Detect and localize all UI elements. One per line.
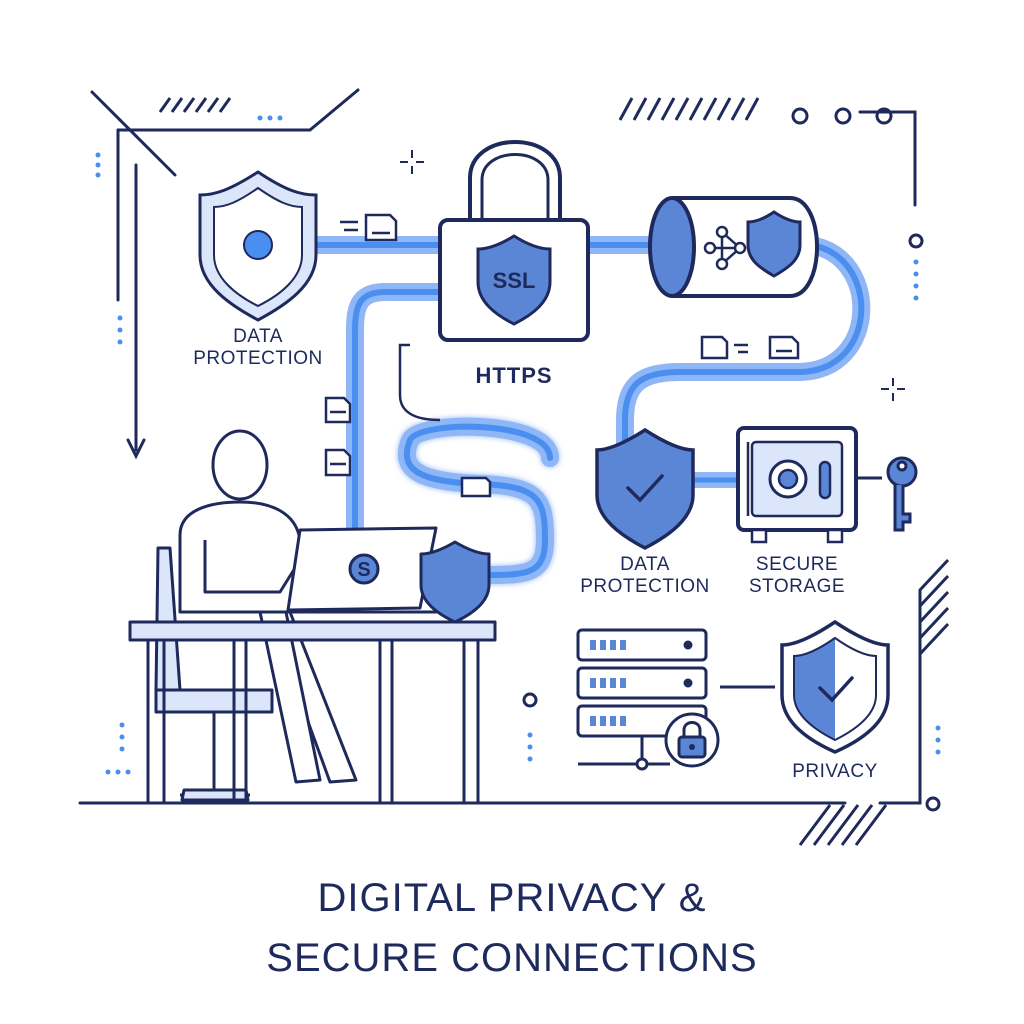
node-circles (522, 107, 941, 812)
shield-icon-data-protection-left (198, 170, 318, 322)
ssl-label: SSL (493, 268, 536, 293)
label-data-protection-right-2: PROTECTION (580, 576, 710, 597)
label-https: HTTPS (475, 363, 552, 388)
label-data-protection-left-2: PROTECTION (193, 348, 323, 369)
hatch-marks (158, 97, 950, 846)
shield-check-icon-data-protection (595, 427, 695, 550)
arm (203, 540, 302, 594)
key-icon (856, 456, 918, 532)
packet-icon (324, 448, 352, 477)
packet-icon (700, 335, 800, 360)
torso (178, 500, 302, 614)
shield-icon-laptop (419, 540, 491, 624)
shield-check-icon-privacy (780, 619, 890, 754)
lock-icon-ssl: SSL (438, 140, 590, 342)
label-privacy: PRIVACY (792, 761, 878, 782)
wire-line (398, 343, 441, 422)
label-data-protection-right-1: DATA (620, 554, 670, 575)
head (211, 429, 269, 501)
packet-icon (460, 476, 492, 498)
padlock-icon (664, 712, 720, 768)
network-node-icon (648, 196, 819, 298)
page-title: DIGITAL PRIVACY & SECURE CONNECTIONS (0, 868, 1024, 988)
sparkle-icons (400, 150, 905, 401)
desk (128, 620, 497, 642)
decorative-dots (95, 115, 941, 775)
label-secure-storage-2: STORAGE (749, 576, 845, 597)
label-secure-storage-1: SECURE (756, 554, 838, 575)
data-packets (324, 213, 800, 498)
laptop-symbol: S (357, 559, 370, 581)
chair (154, 546, 182, 692)
safe-icon (736, 426, 858, 544)
title-line-2: SECURE CONNECTIONS (266, 936, 758, 980)
person-at-desk: S (128, 429, 497, 802)
title-line-1: DIGITAL PRIVACY & (317, 876, 707, 920)
packet-icon (324, 396, 352, 424)
label-data-protection-left-1: DATA (233, 326, 283, 347)
packet-icon (340, 213, 398, 242)
